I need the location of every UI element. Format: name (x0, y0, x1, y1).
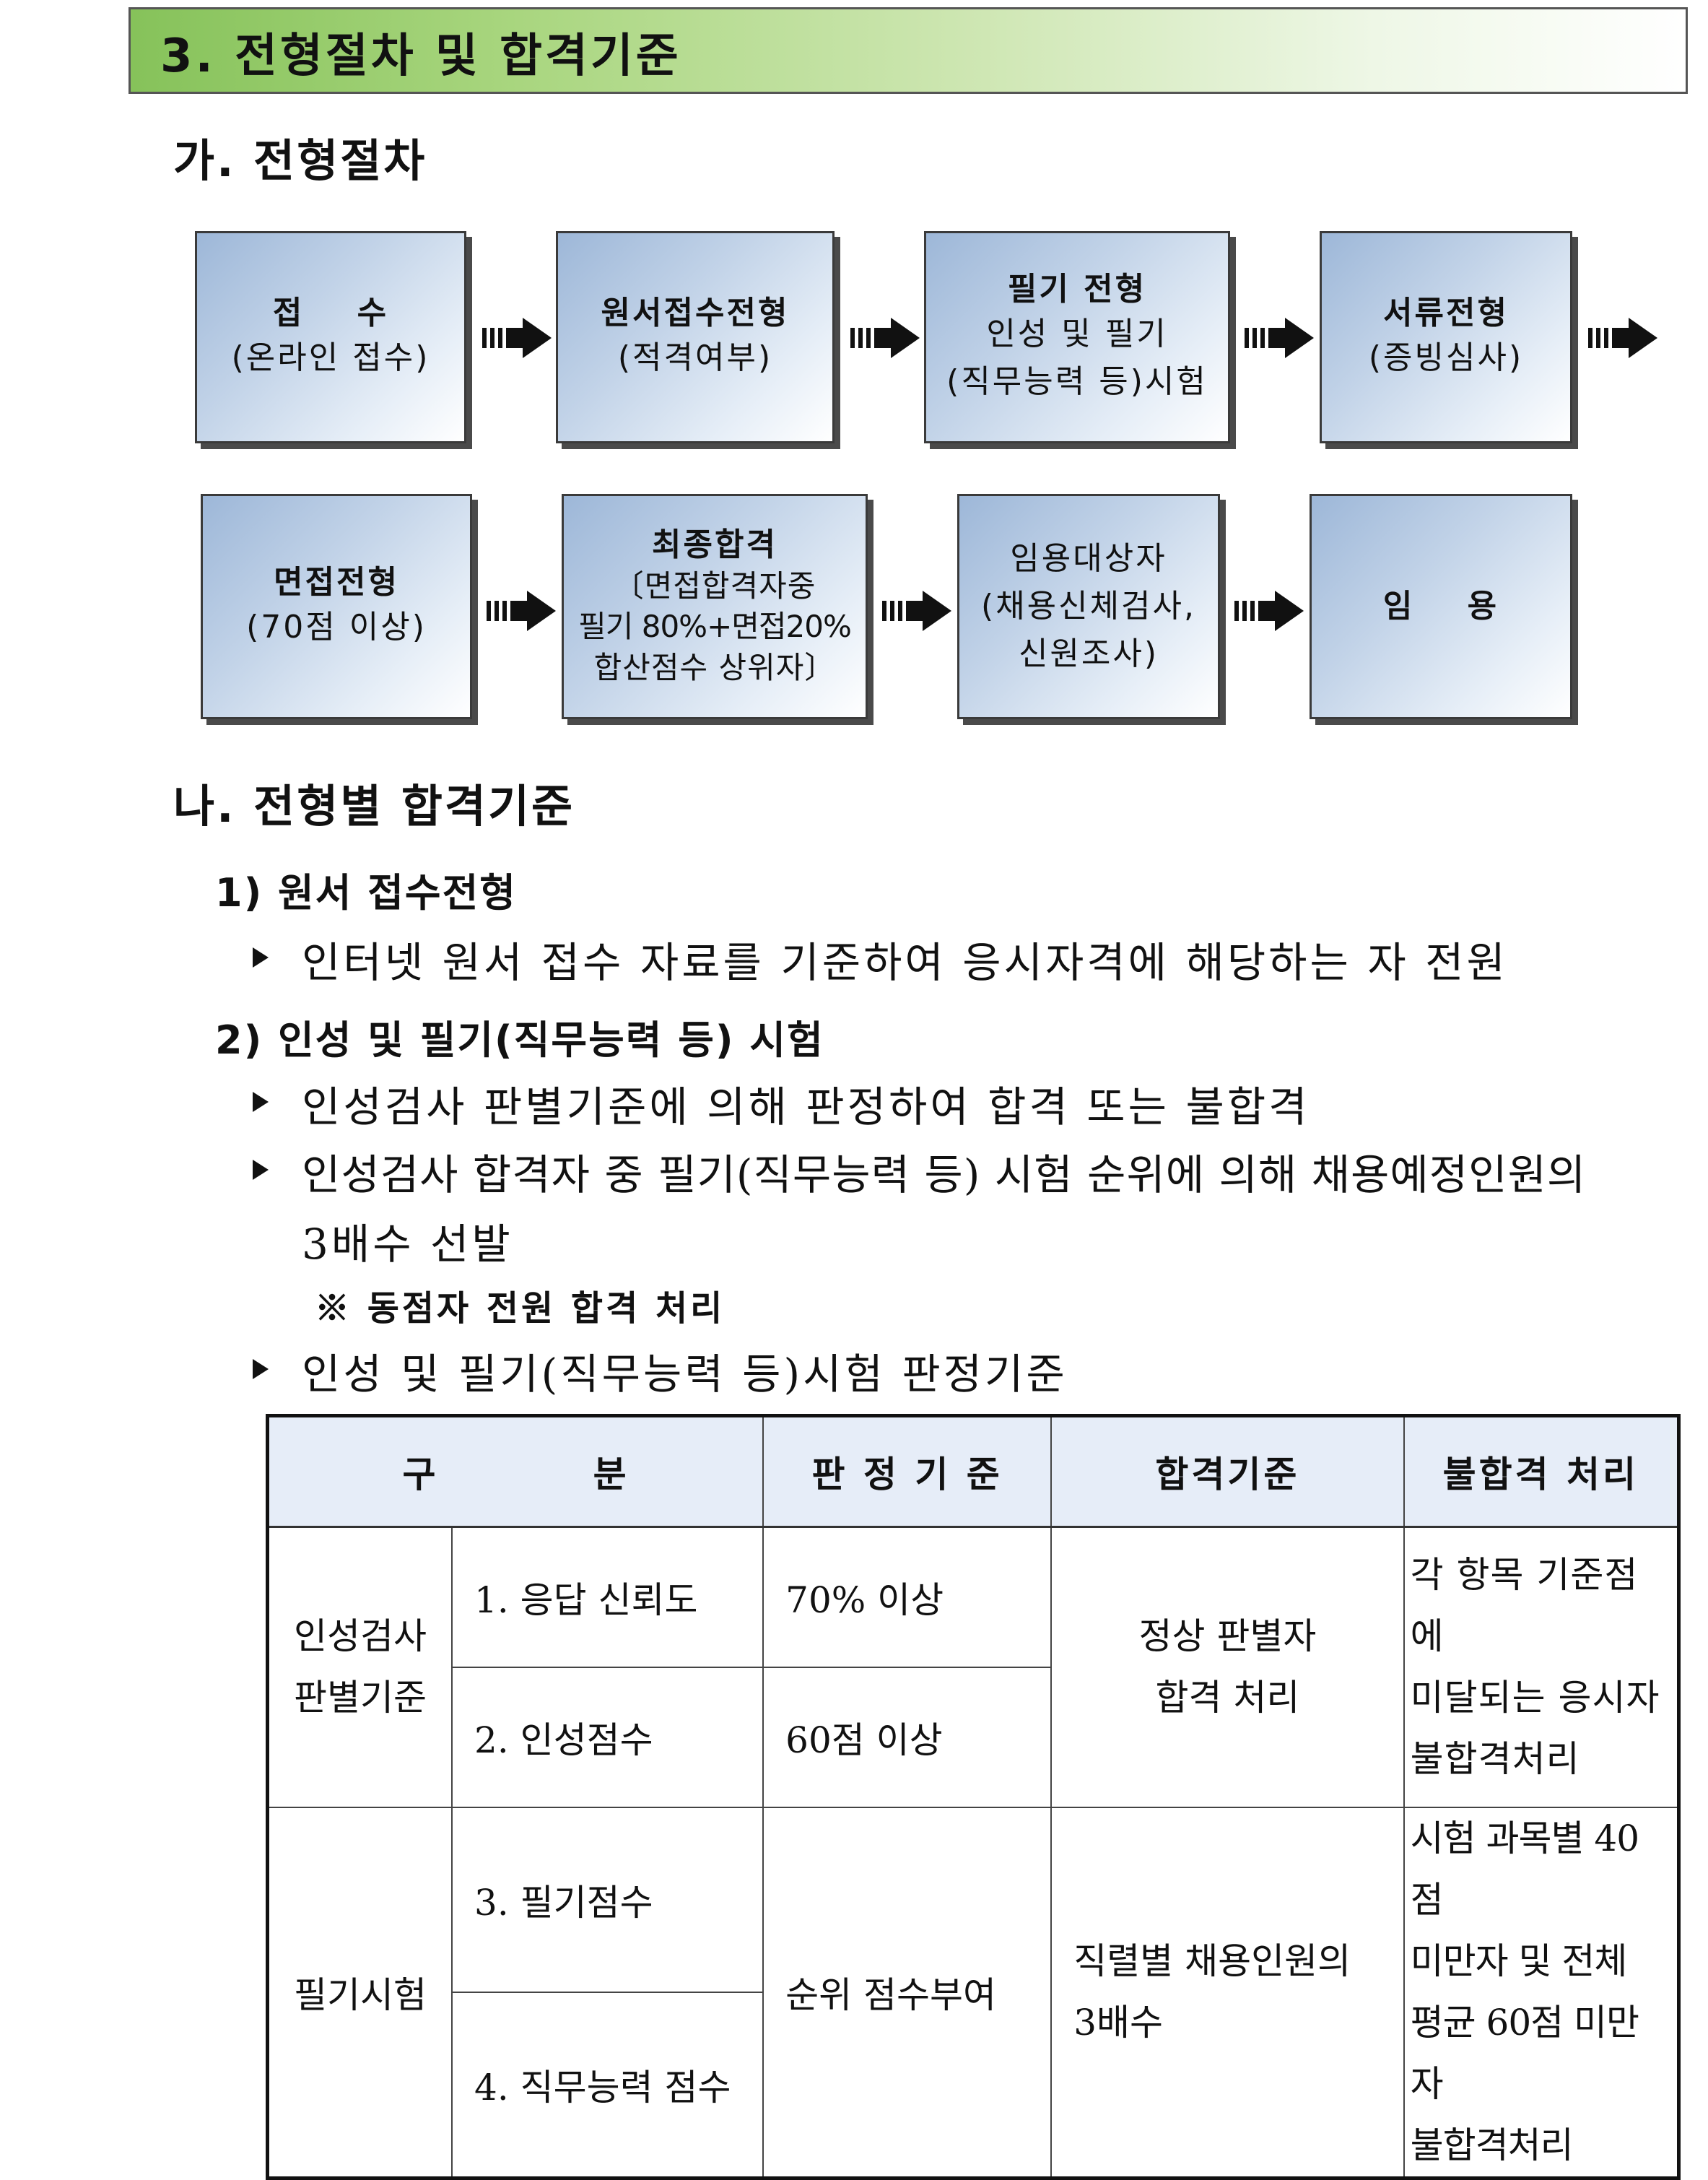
arrow-right-icon (1245, 318, 1314, 358)
arrow-right-icon (850, 318, 920, 358)
flow-step-evidence-review: 서류전형 (증빙심사) (1320, 231, 1572, 443)
flow-step-detail: 인성 및 필기 (986, 315, 1168, 352)
header-category: 구 분 (266, 1415, 764, 1528)
table-row: 필기시험 3. 필기점수 순위 점수부여 직렬별 채용인원의 3배수 시험 과목… (266, 1806, 1680, 2179)
item-job-competency-score: 4. 직무능력 점수 (451, 1992, 764, 2179)
item2-bullet3: 인성 및 필기(직무능력 등)시험 판정기준 (302, 1350, 1068, 1399)
flow-step-label: 원서접수전형 (601, 295, 790, 332)
bullet-triangle-icon (253, 1359, 269, 1379)
flow-step-detail: 〔면접합격자중 (613, 568, 816, 604)
fail-line: 각 항목 기준점에 (1410, 1553, 1639, 1657)
arrow-right-icon (882, 591, 951, 631)
standard-personality-score: 60점 이상 (762, 1666, 1053, 1808)
item1-title: 1) 원서 접수전형 (215, 870, 517, 916)
arrow-right-icon (487, 591, 556, 631)
header-fail: 불합격 처리 (1403, 1415, 1680, 1528)
group-written: 필기시험 (266, 1806, 453, 2179)
item-written-score: 3. 필기점수 (451, 1806, 764, 1994)
fail-personality: 각 항목 기준점에 미달되는 응시자 불합격처리 (1403, 1526, 1680, 1808)
fail-line: 불합격처리 (1410, 1737, 1580, 1780)
bullet-triangle-icon (253, 947, 269, 968)
bullet-triangle-icon (253, 1092, 269, 1112)
header-judgement: 판 정 기 준 (762, 1415, 1053, 1528)
criteria-table: 구 분 판 정 기 준 합격기준 불합격 처리 인성검사 판별기준 1. 응답 … (266, 1414, 1681, 2180)
pass-line: 정상 판별자 (1138, 1615, 1317, 1657)
section-title: 3. 전형절차 및 합격기준 (160, 30, 681, 83)
flow-step-written-exam: 필기 전형 인성 및 필기 (직무능력 등)시험 (924, 231, 1230, 443)
fail-line: 평균 60점 미만자 (1410, 2001, 1639, 2105)
flow-step-detail: (온라인 접수) (231, 339, 430, 376)
flow-step-label: 필기 전형 (1007, 271, 1147, 308)
flow-step-document-screening: 원서접수전형 (적격여부) (556, 231, 835, 443)
item2-bullet1: 인성검사 판별기준에 의해 판정하여 합격 또는 불합격 (302, 1082, 1310, 1132)
procedure-title: 가. 전형절차 (173, 134, 427, 187)
flow-step-detail: 필기 80%+면접20% (578, 609, 852, 645)
item-response-reliability: 1. 응답 신뢰도 (451, 1526, 764, 1668)
fail-line: 미달되는 응시자 (1410, 1676, 1660, 1719)
table-row: 인성검사 판별기준 1. 응답 신뢰도 70% 이상 정상 판별자 합격 처리 … (266, 1526, 1680, 1808)
group-personality: 인성검사 판별기준 (266, 1526, 453, 1808)
pass-written: 직렬별 채용인원의 3배수 (1050, 1806, 1405, 2179)
pass-personality: 정상 판별자 합격 처리 (1050, 1526, 1405, 1808)
bullet-triangle-icon (253, 1160, 269, 1180)
item1-bullet1: 인터넷 원서 접수 자료를 기준하여 응시자격에 해당하는 자 전원 (302, 938, 1508, 987)
pass-line: 3배수 (1073, 2001, 1163, 2044)
flow-step-detail: (직무능력 등)시험 (946, 362, 1208, 400)
section-header-bar (128, 7, 1688, 94)
group-name-line: 판별기준 (294, 1676, 427, 1719)
pass-line: 직렬별 채용인원의 (1073, 1940, 1351, 1982)
fail-written: 시험 과목별 40점 미만자 및 전체 평균 60점 미만자 불합격처리 (1403, 1806, 1680, 2179)
flow-step-detail: (채용신체검사, (980, 588, 1197, 625)
arrow-right-icon (1234, 591, 1304, 631)
standard-written: 순위 점수부여 (762, 1806, 1053, 2179)
group-name-line: 인성검사 (294, 1615, 427, 1657)
flow-step-final-pass: 최종합격 〔면접합격자중 필기 80%+면접20% 합산점수 상위자〕 (562, 494, 868, 719)
flow-step-detail: 신원조사) (1018, 635, 1159, 672)
flow-step-label: 접 수 (272, 295, 389, 332)
pass-line: 합격 처리 (1155, 1676, 1300, 1719)
item2-bullet2-line1: 인성검사 합격자 중 필기(직무능력 등) 시험 순위에 의해 채용예정인원의 (302, 1150, 1587, 1199)
flow-step-detail: (70점 이상) (246, 608, 427, 646)
flow-step-label: 임용대상자 (1010, 540, 1167, 577)
fail-line: 불합격처리 (1410, 2124, 1574, 2166)
flow-step-detail: 합산점수 상위자〕 (593, 649, 836, 685)
flow-step-label: 임 용 (1382, 588, 1499, 625)
flow-step-detail: (증빙심사) (1368, 339, 1524, 376)
item2-title: 2) 인성 및 필기(직무능력 등) 시험 (215, 1017, 824, 1063)
flow-step-appointment: 임 용 (1310, 494, 1572, 719)
flow-step-label: 면접전형 (274, 564, 399, 602)
item-personality-score: 2. 인성점수 (451, 1666, 764, 1808)
arrow-right-icon (482, 318, 552, 358)
fail-line: 미만자 및 전체 (1410, 1940, 1628, 1982)
arrow-right-icon (1588, 318, 1657, 358)
table-row: 2. 인성점수 60점 이상 (268, 1666, 1679, 1808)
fail-line: 시험 과목별 40점 (1410, 1817, 1639, 1921)
flow-step-detail: (적격여부) (617, 339, 773, 376)
flow-step-application: 접 수 (온라인 접수) (195, 231, 466, 443)
table-header-row: 구 분 판 정 기 준 합격기준 불합격 처리 (266, 1415, 1680, 1528)
standard-reliability: 70% 이상 (762, 1526, 1053, 1668)
criteria-title: 나. 전형별 합격기준 (173, 780, 575, 833)
note-tie-score: ※ 동점자 전원 합격 처리 (315, 1288, 726, 1329)
flow-step-label: 서류전형 (1383, 295, 1509, 332)
flow-step-label: 최종합격 (652, 526, 777, 564)
flow-step-appointment-candidate: 임용대상자 (채용신체검사, 신원조사) (957, 494, 1220, 719)
header-pass: 합격기준 (1050, 1415, 1405, 1528)
item2-bullet2-line2: 3배수 선발 (302, 1220, 513, 1269)
flow-step-interview: 면접전형 (70점 이상) (201, 494, 472, 719)
